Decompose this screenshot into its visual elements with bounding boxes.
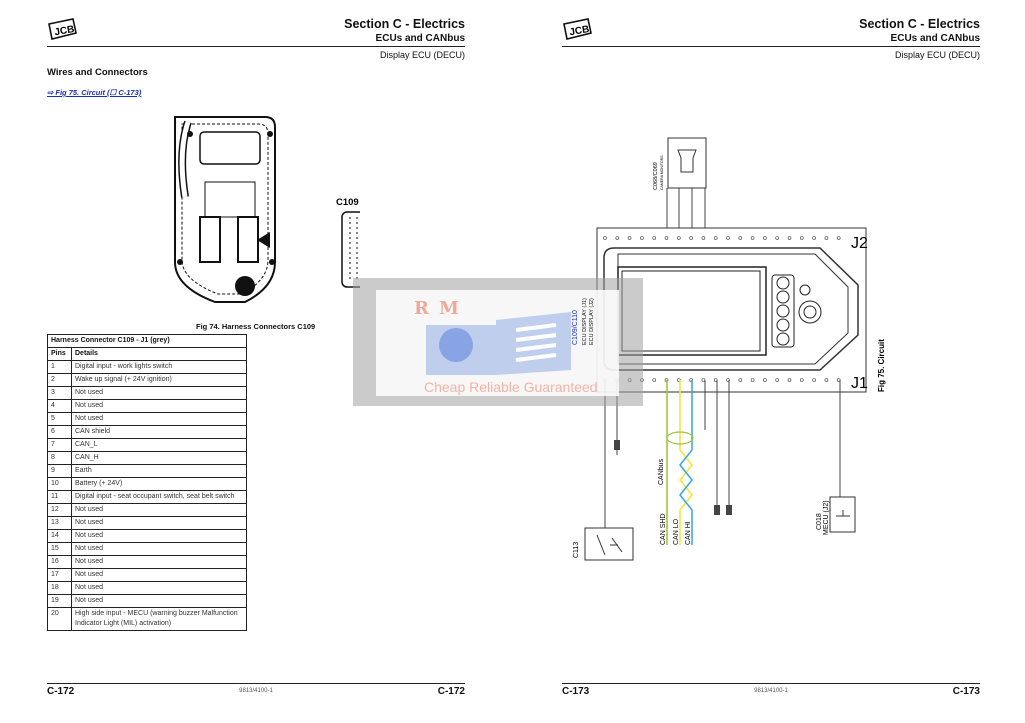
footer-page-right: C-172 bbox=[437, 686, 465, 697]
right-page: JCB Section C - Electrics ECUs and CANbu… bbox=[562, 0, 980, 723]
section-title: Section C - Electrics bbox=[859, 17, 980, 31]
j2-pin bbox=[836, 236, 841, 240]
can-shd-label: CAN SHD bbox=[660, 513, 667, 545]
j2-pin bbox=[787, 236, 792, 240]
footer-divider bbox=[562, 683, 980, 684]
can-hi-label: CAN HI bbox=[685, 521, 692, 545]
j1-pin bbox=[787, 378, 792, 382]
j1-pin bbox=[799, 378, 804, 382]
camera-desc: CAMERA MONITORS bbox=[660, 155, 664, 190]
j1-pin bbox=[738, 378, 743, 382]
j2-pin bbox=[615, 236, 620, 240]
switch-connector-label: C113 bbox=[573, 542, 580, 558]
harness-figure: C109 J1 bbox=[174, 116, 360, 303]
jcb-logo: JCB bbox=[563, 18, 592, 40]
j1-pin bbox=[775, 378, 780, 382]
footer-doc-number: 9813/4100-1 bbox=[239, 688, 273, 694]
heading: Wires and Connectors bbox=[47, 67, 148, 78]
j2-pin bbox=[664, 236, 669, 240]
watermark-tagline: Cheap Reliable Guaranteed bbox=[424, 379, 598, 395]
section-title: Section C - Electrics bbox=[344, 17, 465, 31]
j2-pin bbox=[701, 236, 706, 240]
j2-pin bbox=[627, 236, 632, 240]
topic-title: Display ECU (DECU) bbox=[894, 50, 980, 60]
connector-label: C109 J1 bbox=[336, 197, 360, 208]
left-page: JCB Section C - Electrics ECUs and CANbu… bbox=[47, 0, 465, 723]
j2-pin bbox=[799, 236, 804, 240]
j2-pin bbox=[763, 236, 767, 240]
svg-text:JCB: JCB bbox=[54, 24, 76, 38]
j2-pin bbox=[812, 236, 816, 240]
footer-divider bbox=[47, 683, 465, 684]
home-button-icon bbox=[776, 304, 790, 318]
j1-pin bbox=[750, 378, 755, 382]
j2-pin bbox=[824, 236, 829, 240]
can-wire bbox=[679, 380, 693, 545]
j2-pin bbox=[750, 236, 755, 240]
footer-doc-number: 9813/4100-1 bbox=[754, 688, 788, 694]
fig-75-caption: Fig 75. Circuit bbox=[877, 339, 886, 392]
j2-pin bbox=[689, 236, 693, 240]
topic-title: Display ECU (DECU) bbox=[379, 50, 465, 60]
header-divider bbox=[562, 46, 980, 47]
j2-label: J2 bbox=[851, 235, 868, 252]
mecu-connector-label: C018 bbox=[816, 513, 823, 530]
camera-box bbox=[667, 137, 707, 189]
j2-pin bbox=[603, 236, 607, 240]
fig-75-link[interactable]: ⇨ Fig 75. Circuit (☐ C-173) bbox=[47, 88, 142, 97]
footer-page-left: C-173 bbox=[562, 686, 590, 697]
j1-pin bbox=[652, 378, 657, 382]
j1-label: J1 bbox=[851, 375, 868, 392]
j2-pin bbox=[775, 236, 780, 240]
j1-pin bbox=[812, 378, 816, 382]
j2-pin bbox=[652, 236, 657, 240]
jcb-logo: JCB bbox=[48, 18, 77, 40]
back-button-icon bbox=[776, 332, 790, 346]
j2-pin bbox=[676, 236, 681, 240]
wrench-document-icon bbox=[426, 312, 571, 375]
watermark-letters: RM bbox=[414, 298, 469, 319]
j1-pin bbox=[763, 378, 767, 382]
can-wire bbox=[679, 380, 693, 545]
subsection-title: ECUs and CANbus bbox=[890, 33, 980, 44]
footer-page-right: C-173 bbox=[952, 686, 980, 697]
j2-pin bbox=[738, 236, 743, 240]
j2-pin bbox=[640, 236, 644, 240]
j2-pin bbox=[726, 236, 730, 240]
button-icon bbox=[776, 276, 790, 290]
j2-pin bbox=[713, 236, 718, 240]
minus-button-icon bbox=[776, 318, 790, 332]
can-lo-label: CAN LO bbox=[673, 518, 680, 545]
watermark: RM Cheap Reliable Guaranteed bbox=[353, 278, 643, 406]
plus-button-icon bbox=[776, 290, 790, 304]
can-wire bbox=[666, 431, 694, 445]
svg-text:JCB: JCB bbox=[569, 24, 591, 38]
pin-details: High side input - MECU (warning buzzer M… bbox=[71, 607, 247, 631]
footer-page-left: C-172 bbox=[47, 686, 75, 697]
subsection-title: ECUs and CANbus bbox=[375, 33, 465, 44]
camera-connector-label: C068/C069 bbox=[653, 162, 659, 190]
j1-pin bbox=[824, 378, 829, 382]
j1-pin bbox=[701, 378, 706, 382]
canbus-label: CANbus bbox=[658, 458, 665, 485]
camera-icon bbox=[677, 149, 697, 173]
switch-box bbox=[584, 527, 634, 561]
mecu-label: MECU (J2) bbox=[823, 500, 830, 535]
fig-74-caption: Fig 74. Harness Connectors C109 bbox=[196, 322, 316, 331]
header-divider bbox=[47, 46, 465, 47]
